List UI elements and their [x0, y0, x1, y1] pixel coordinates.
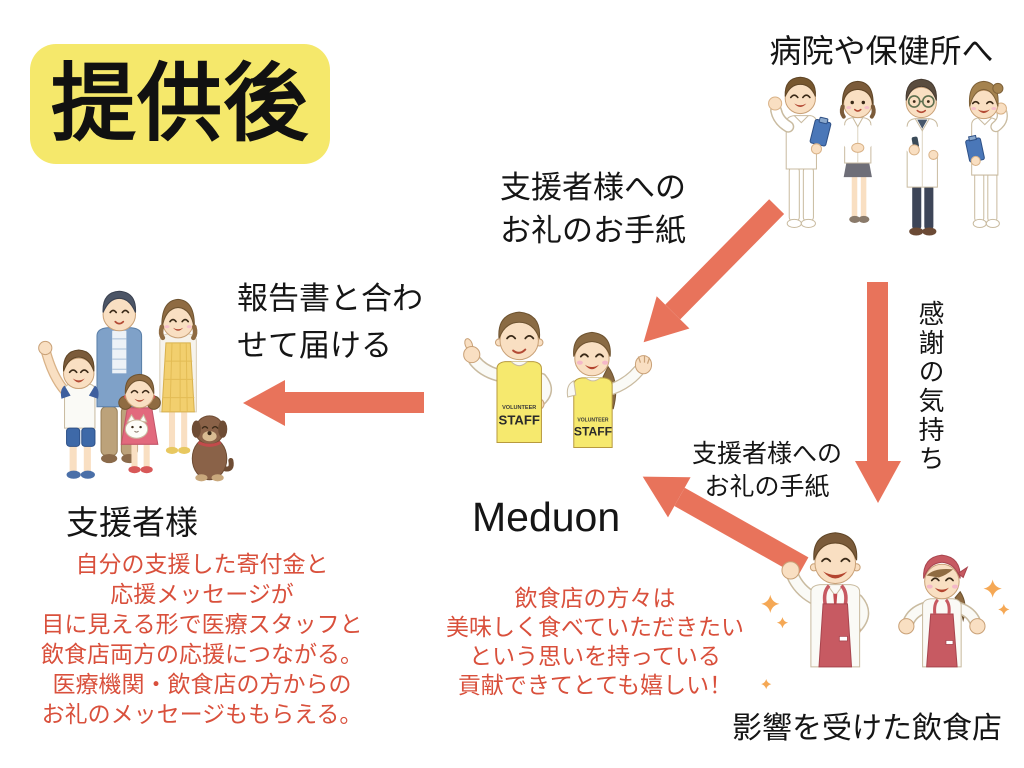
supporters-note: 自分の支援した寄付金と 応援メッセージが 目に見える形で医療スタッフと 飲食店両… [28, 549, 376, 729]
restaurant-man-figure [781, 532, 870, 668]
note-line: 美味しく食べていただきたい [445, 614, 745, 640]
supporter-family-illustration [38, 290, 234, 482]
edge-label-line: 支援者様への [691, 440, 842, 468]
note-line: という思いを持っている [469, 643, 721, 669]
vest-text-staff: STAFF [499, 412, 540, 427]
arrow-head-icon [855, 461, 901, 503]
vest-text-volunteer: VOLUNTEER [502, 405, 536, 411]
meduon-label: Meduon [472, 494, 621, 540]
note-line: 貢献できてとても嬉しい！ [457, 672, 733, 698]
restaurant-woman-figure [898, 554, 986, 668]
edge-label-restaurant-to-meduon: 支援者様への お礼の手紙 [676, 438, 858, 504]
edge-label-meduon-to-supporters: 報告書と合わ せて届ける [237, 275, 469, 369]
doctor-figure [902, 78, 944, 236]
mother-figure [158, 298, 198, 454]
arrow-shaft [867, 282, 889, 461]
dog-figure [191, 415, 234, 482]
arrow-head-icon [243, 380, 285, 426]
female-nurse-figure [965, 80, 1008, 228]
edge-label-line: 報告書と合わ [237, 281, 423, 316]
note-line: 応援メッセージが [110, 581, 294, 607]
arrow-meduon-to-supporters [243, 380, 424, 426]
restaurant-note: 飲食店の方々は 美味しく食べていただきたい という思いを持っている 貢献できてと… [434, 584, 756, 700]
note-line: 飲食店の方々は [514, 585, 676, 611]
page-title: 提供後 [50, 56, 309, 152]
vest-text-staff: STAFF [574, 424, 612, 438]
arrow-shaft [285, 392, 424, 414]
edge-label-line: お礼のお手紙 [500, 213, 686, 248]
medical-staff-illustration [768, 76, 1008, 236]
note-line: お礼のメッセージももらえる。 [41, 701, 363, 727]
note-line: 医療機関・飲食店の方からの [52, 671, 352, 697]
restaurant-label: 影響を受けた飲食店 [732, 712, 1002, 745]
edge-label-line: せて届ける [237, 328, 392, 363]
vest-text-volunteer: VOLUNTEER [577, 417, 608, 423]
title-badge: 提供後 [30, 44, 330, 164]
girl-figure [118, 373, 161, 474]
note-line: 自分の支援した寄付金と [75, 551, 329, 577]
meduon-volunteers-illustration: VOLUNTEER STAFF VOLUNTEER STAFF [463, 311, 653, 449]
restaurant-staff-illustration [761, 532, 1010, 690]
hospital-label: 病院や保健所へ [769, 33, 994, 69]
cat-figure [124, 413, 149, 439]
edge-label-line: お礼の手紙 [704, 473, 830, 501]
boy-figure [38, 340, 99, 479]
female-volunteer-figure: VOLUNTEER STAFF [566, 331, 653, 449]
edge-label-hospital-to-meduon: 支援者様への お礼のお手紙 [467, 166, 719, 252]
edge-label-hospital-to-restaurant: 感謝の気持ち [915, 300, 945, 474]
supporters-label: 支援者様 [66, 504, 198, 541]
male-nurse-figure [768, 76, 832, 228]
note-line: 目に見える形で医療スタッフと [41, 611, 363, 637]
note-line: 飲食店両方の応援につながる。 [41, 641, 363, 667]
female-doctor-figure [839, 80, 876, 223]
male-volunteer-figure: VOLUNTEER STAFF [463, 311, 553, 443]
arrow-hospital-to-restaurant [855, 282, 901, 503]
sparkle-icons [761, 579, 1010, 690]
glasses-icon [907, 95, 935, 108]
edge-label-line: 支援者様への [500, 170, 686, 205]
clipboard-icon [809, 116, 832, 147]
